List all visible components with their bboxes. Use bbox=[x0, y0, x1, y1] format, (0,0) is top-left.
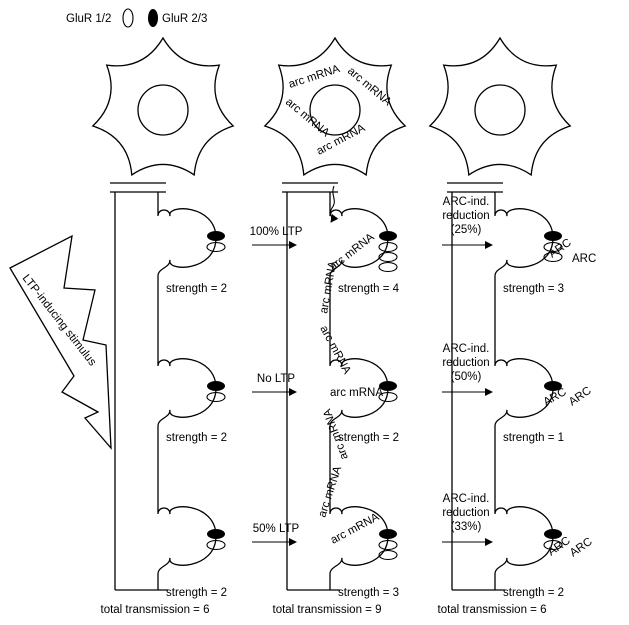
dendrite-mrna-label-4: arc mRNA bbox=[330, 387, 383, 399]
ltp-arrow-label: 100% LTP bbox=[250, 226, 303, 238]
arc-label-2b: ARC bbox=[567, 385, 594, 409]
total-transmission-label: total transmission = 6 bbox=[101, 604, 210, 616]
dendrite-mrna-label-2: arc mRNA bbox=[318, 260, 339, 315]
glur12-receptor-icon bbox=[378, 539, 398, 551]
panel-2: strength = 4 strength = 2 strength = 3 tota… bbox=[263, 36, 407, 616]
glur23-receptor-icon bbox=[379, 231, 397, 241]
panels: strength = 2 strength = 2 strength = 2 tota… bbox=[91, 36, 572, 616]
synapse-1: strength = 4 bbox=[338, 231, 400, 295]
glur12-receptor-icon bbox=[378, 241, 398, 253]
dendrite-mrna-label-3: arc mRNA bbox=[317, 324, 353, 377]
reduction-arrow-label-line1: ARC-ind. bbox=[443, 343, 490, 355]
ltp-arrow-label: No LTP bbox=[257, 373, 295, 385]
dendrite-mrna-label-7: arc mRNA bbox=[329, 511, 382, 547]
reduction-arrow-2: ARC-ind. reduction (50%) bbox=[442, 343, 493, 396]
strength-label: strength = 2 bbox=[166, 283, 227, 295]
reduction-arrow-label-line1: ARC-ind. bbox=[443, 493, 490, 505]
glur23-receptor-icon bbox=[207, 231, 225, 241]
synapse-3: strength = 2 bbox=[503, 529, 564, 599]
strength-label: strength = 1 bbox=[503, 432, 564, 444]
glur12-key-icon bbox=[122, 8, 134, 28]
neuron-nucleus bbox=[137, 84, 189, 136]
dendrite-mrna-label-6: arc mRNA bbox=[316, 464, 344, 518]
reduction-arrow-label-line2: reduction bbox=[442, 210, 489, 222]
strength-label: strength = 3 bbox=[503, 283, 564, 295]
glur12-receptor-icon bbox=[543, 539, 563, 551]
synapse-2: strength = 2 bbox=[166, 381, 227, 444]
strength-label: strength = 2 bbox=[166, 587, 227, 599]
synapse-3: strength = 2 bbox=[166, 529, 227, 599]
total-transmission-label: total transmission = 6 bbox=[438, 604, 547, 616]
glur23-receptor-icon bbox=[544, 231, 562, 241]
strength-label: strength = 4 bbox=[338, 283, 400, 295]
arc-label-2a: ARC bbox=[542, 386, 569, 409]
total-transmission-label: total transmission = 9 bbox=[273, 604, 382, 616]
reduction-arrow-label-line1: ARC-ind. bbox=[443, 196, 490, 208]
arc-label-3b: ARC bbox=[568, 536, 595, 560]
soma-mrna-label-3: arc mRNA bbox=[283, 96, 332, 139]
strength-label: strength = 2 bbox=[503, 587, 564, 599]
synapse-2: strength = 1 bbox=[503, 381, 564, 444]
panel-3: strength = 3 strength = 1 strength = 2 tota… bbox=[428, 36, 572, 616]
lightning-bolt-icon bbox=[9, 234, 112, 450]
neuron-soma bbox=[428, 36, 572, 177]
reduction-arrow-label-line2: reduction bbox=[442, 357, 489, 369]
reduction-arrow-3: ARC-ind. reduction (33%) bbox=[442, 493, 493, 546]
soma-mrna-labels: arc mRNA arc mRNA arc mRNA arc mRNA bbox=[283, 63, 394, 158]
synapse-2: strength = 2 bbox=[338, 381, 399, 444]
glur23-receptor-icon bbox=[544, 529, 562, 539]
glur12-receptor-icon bbox=[378, 549, 398, 561]
glur23-receptor-icon bbox=[207, 529, 225, 539]
soma-mrna-label-1: arc mRNA bbox=[287, 63, 341, 91]
strength-label: strength = 2 bbox=[338, 432, 399, 444]
neuron-soma bbox=[263, 36, 407, 177]
glur12-receptor-icon bbox=[378, 251, 398, 263]
strength-label: strength = 2 bbox=[166, 432, 227, 444]
glur12-receptor-icon bbox=[206, 539, 226, 551]
ltp-stimulus: LTP-inducing stimulus bbox=[9, 234, 112, 450]
synapse-1: strength = 3 bbox=[503, 231, 564, 295]
glur12-receptor-icon bbox=[543, 251, 563, 263]
glur12-receptor-icon bbox=[378, 391, 398, 403]
glur12-receptor-icon bbox=[543, 241, 563, 253]
synapse-1: strength = 2 bbox=[166, 231, 227, 295]
dendrite-right-edge-with-spines bbox=[494, 192, 554, 590]
mrna-transport-arrow bbox=[330, 185, 339, 223]
glur23-receptor-icon bbox=[379, 529, 397, 539]
legend-glur12-label: GluR 1/2 bbox=[66, 13, 111, 25]
strength-label: strength = 3 bbox=[338, 587, 399, 599]
ltp-arrow-label: 50% LTP bbox=[253, 523, 300, 535]
legend: GluR 1/2 GluR 2/3 bbox=[66, 8, 207, 28]
ltp-arrow-2: No LTP bbox=[252, 373, 297, 396]
arc-label-1b: ARC bbox=[572, 253, 596, 265]
glur23-receptor-icon bbox=[207, 381, 225, 391]
glur12-receptor-icon bbox=[206, 241, 226, 253]
glur12-receptor-icon bbox=[378, 261, 398, 273]
dendrite-mrna-labels: arc mRNA arc mRNA arc mRNA arc mRNA arc … bbox=[316, 231, 383, 547]
neuron-soma bbox=[91, 36, 235, 177]
stimulus-label: LTP-inducing stimulus bbox=[20, 272, 99, 368]
ltp-arrow-1: 100% LTP bbox=[250, 226, 303, 249]
ltp-arrow-3: 50% LTP bbox=[252, 523, 300, 546]
synapse-3: strength = 3 bbox=[338, 529, 399, 599]
reduction-arrow-1: ARC-ind. reduction (25%) bbox=[442, 196, 493, 249]
neuron-nucleus bbox=[309, 84, 361, 136]
neuron-nucleus bbox=[474, 84, 526, 136]
legend-glur23-label: GluR 2/3 bbox=[162, 13, 207, 25]
glur23-key-icon bbox=[148, 9, 158, 27]
glur12-receptor-icon bbox=[206, 391, 226, 403]
glur23-receptor-icon bbox=[544, 381, 562, 391]
panel-1: strength = 2 strength = 2 strength = 2 tota… bbox=[91, 36, 235, 616]
reduction-arrow-label-line3: (33%) bbox=[451, 521, 482, 533]
reduction-arrow-label-line3: (25%) bbox=[451, 224, 482, 236]
reduction-arrow-label-line3: (50%) bbox=[451, 371, 482, 383]
dendrite-right-edge-with-spines bbox=[157, 192, 217, 590]
glur23-receptor-icon bbox=[379, 381, 397, 391]
reduction-arrow-label-line2: reduction bbox=[442, 507, 489, 519]
